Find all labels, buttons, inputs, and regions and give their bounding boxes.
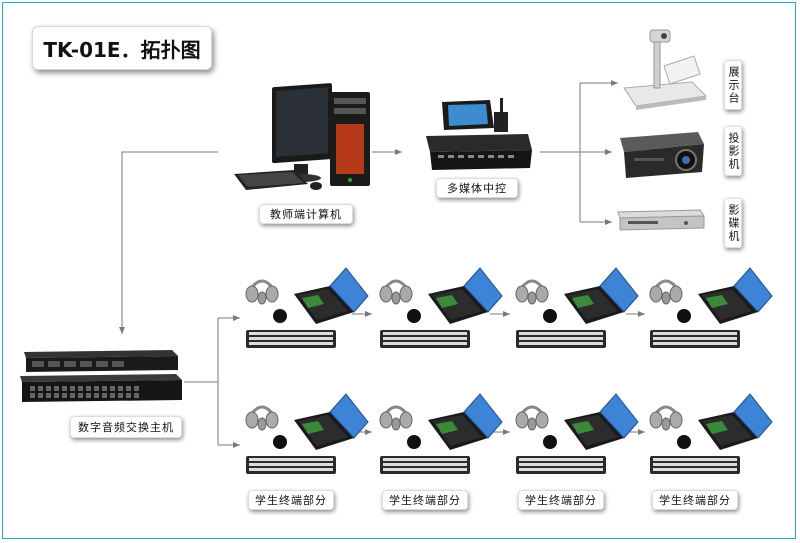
student-terminal-label-1: 学生终端部分 [248,490,334,510]
projector-icon [620,132,704,178]
visualizer-label: 展示台 [724,60,742,110]
student-terminal-row2-1 [244,392,370,476]
student-terminal-row1-4 [648,266,774,350]
dvd-player-icon [617,209,705,231]
projector-label: 投影机 [724,126,742,176]
student-terminal-label-2: 学生终端部分 [382,490,468,510]
dvd-player-label: 影碟机 [724,198,742,248]
diagram-title: TK-01E．拓扑图 [32,26,212,70]
student-terminal-row2-4 [648,392,774,476]
multimedia-control-icon [426,98,532,170]
student-terminal-row1-2 [378,266,504,350]
student-terminal-row1-3 [514,266,640,350]
audio-exchange-host-label: 数字音频交换主机 [70,416,182,438]
student-terminal-row1-1 [244,266,370,350]
student-terminal-label-4: 学生终端部分 [652,490,738,510]
student-terminal-label-3: 学生终端部分 [518,490,604,510]
teacher-computer-label: 教师端计算机 [259,204,353,224]
teacher-computer-icon [234,83,370,190]
student-terminal-row2-3 [514,392,640,476]
visualizer-icon [623,29,708,110]
student-terminal-row2-2 [378,392,504,476]
line-computer-to-host [119,151,218,334]
audio-exchange-host-icon [20,350,182,402]
multimedia-control-label: 多媒体中控 [436,178,518,198]
